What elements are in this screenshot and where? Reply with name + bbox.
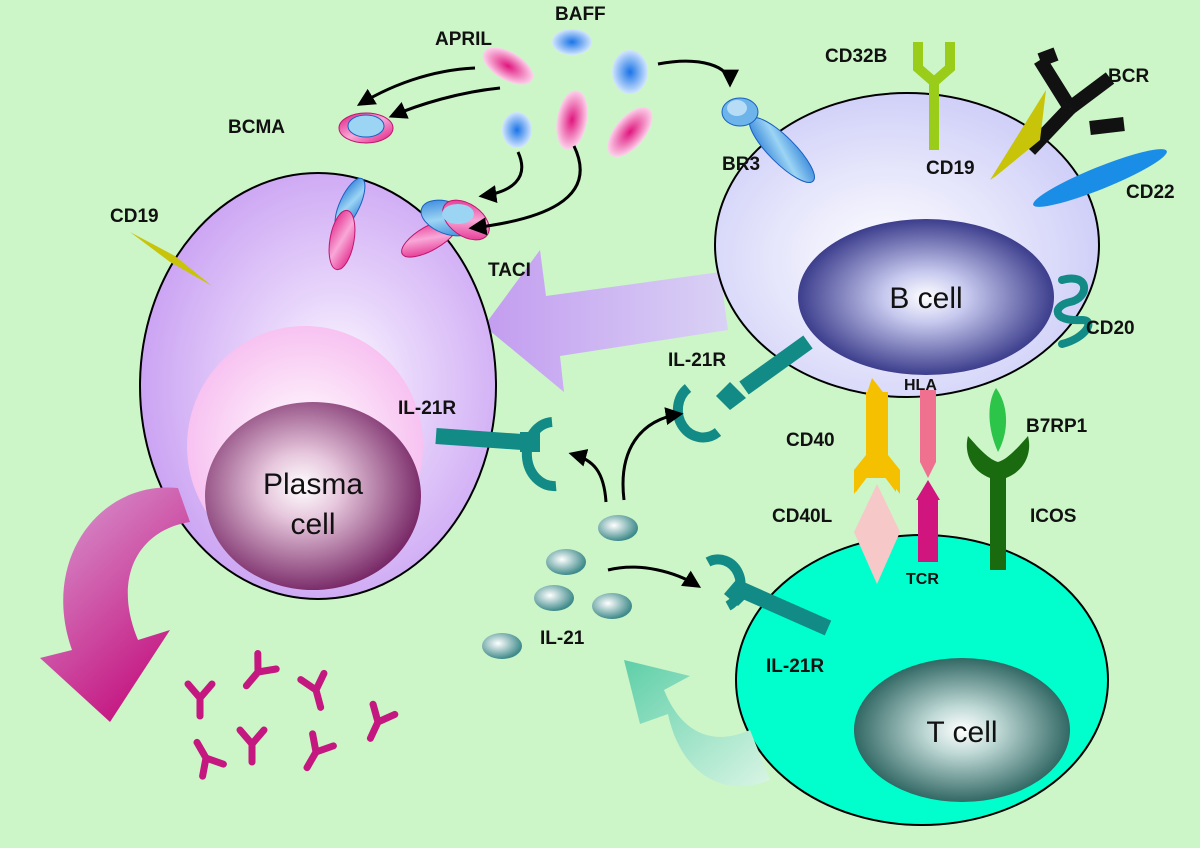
taci-label: TACI (488, 260, 531, 281)
il21-molecule (546, 549, 586, 575)
bcr-label: BCR (1108, 66, 1149, 87)
icos-receptor (966, 436, 1030, 570)
il21-molecule (482, 633, 522, 659)
plasma-cell: Plasma cell (139, 172, 497, 600)
b7rp1-ligand (989, 388, 1007, 452)
baff-ligand (502, 112, 532, 148)
april-ligand (607, 107, 653, 157)
cd40l-label: CD40L (772, 506, 833, 527)
plasma-cell-label-line1: Plasma (263, 468, 363, 501)
il21r-t (705, 554, 832, 636)
cd40-stalk (866, 392, 888, 456)
cd22-label: CD22 (1126, 182, 1175, 203)
b-cell-label: B cell (889, 282, 962, 315)
il21r-b (672, 335, 813, 443)
br3-label: BR3 (722, 154, 760, 175)
antibodies (184, 650, 399, 780)
cd40-cup (854, 455, 900, 494)
cd19-plasma-receptor (130, 232, 212, 286)
antibody (193, 738, 227, 780)
antibody (242, 650, 280, 690)
bcr-receptor (1024, 47, 1125, 155)
cd19-b-label: CD19 (926, 158, 975, 179)
bcma-label: BCMA (228, 117, 285, 138)
baff-label: BAFF (555, 4, 606, 25)
cd20-label: CD20 (1086, 318, 1135, 339)
baff-ligands (502, 29, 648, 148)
cd22-receptor (1033, 149, 1167, 207)
il21-signaling-arrows (568, 407, 702, 588)
bcma-receptor (328, 112, 394, 271)
tcr-label: TCR (906, 571, 939, 588)
april-ligands (482, 47, 653, 157)
antibody (184, 680, 216, 720)
il21r-plasma-label: IL-21R (398, 398, 456, 419)
baff-ligand (552, 29, 592, 55)
t-cell-nucleus (854, 658, 1070, 802)
april-label: APRIL (435, 29, 492, 50)
antibody-secretion-arrow (40, 487, 190, 722)
il21r-t-label: IL-21R (766, 656, 824, 677)
antibody (366, 700, 399, 742)
t-cell-label: T cell (926, 716, 997, 749)
br3-receptor (721, 97, 815, 183)
il21-secretion-arrow (624, 660, 770, 787)
hla-molecule (920, 390, 936, 478)
cd40-label: CD40 (786, 430, 835, 451)
cd32b-receptor (913, 42, 955, 150)
il21-molecule (592, 593, 632, 619)
ligand-binding-arrows (356, 59, 739, 236)
cd20-receptor (1053, 274, 1093, 348)
antibody (236, 726, 268, 766)
b7rp1-label: B7RP1 (1026, 416, 1088, 437)
cd40l-ligand (854, 484, 900, 584)
il21r-b-label: IL-21R (668, 350, 726, 371)
cd19-plasma-label: CD19 (110, 206, 159, 227)
tcr-receptor (916, 480, 940, 562)
cd32b-label: CD32B (825, 46, 887, 67)
differentiation-arrow-b-to-plasma (484, 250, 728, 392)
il21-molecule (598, 515, 638, 541)
antibody (303, 730, 337, 772)
april-ligand (482, 47, 534, 85)
plasma-cell-label-line2: cell (290, 508, 335, 541)
hla-label: HLA (904, 377, 937, 394)
antibody (297, 669, 328, 711)
cd19-b-receptor (990, 90, 1046, 180)
icos-label: ICOS (1030, 506, 1076, 527)
il21-label: IL-21 (540, 628, 585, 649)
baff-ligand (612, 50, 648, 94)
il21-molecule (534, 585, 574, 611)
il21r-plasma (435, 417, 557, 492)
plasma-cell-nucleus (205, 402, 421, 590)
april-ligand (556, 90, 588, 150)
t-cell: T cell (735, 534, 1109, 826)
b-cell-nucleus (798, 219, 1054, 375)
il21-molecules (482, 515, 638, 659)
